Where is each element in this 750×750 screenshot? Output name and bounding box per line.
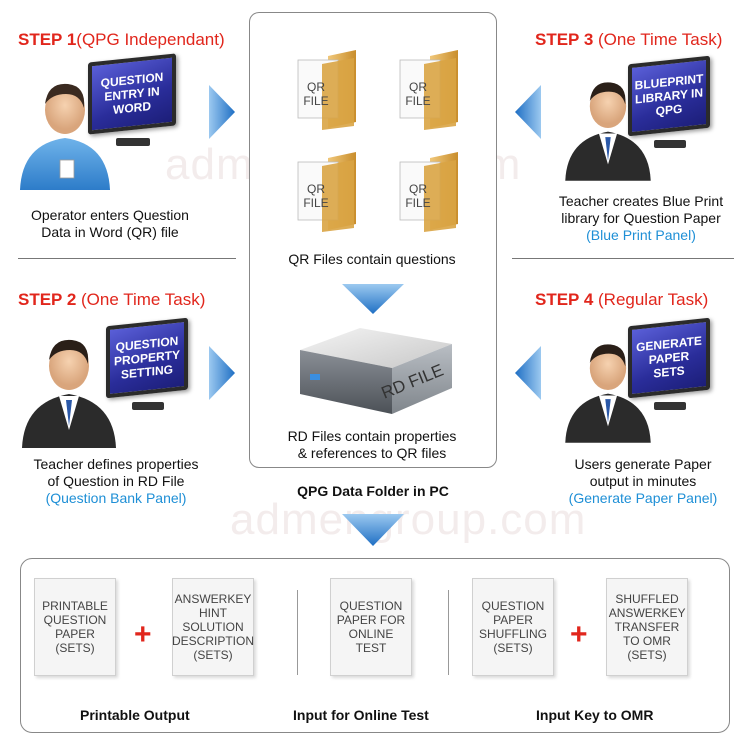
label-key-to-omr: Input Key to OMR <box>536 707 654 723</box>
step3-caption: Teacher creates Blue Print library for Q… <box>558 193 724 243</box>
user-person-icon-step4 <box>558 330 658 455</box>
output-paper-printable-question: PRINTABLE QUESTION PAPER (SETS) <box>34 578 116 676</box>
plus-icon-1: + <box>134 618 152 651</box>
step4-caption: Users generate Paper output in minutes (… <box>568 456 718 506</box>
step4-arrow-left-icon <box>513 344 543 407</box>
qr-folder-icon-2 <box>398 48 464 130</box>
separator-2 <box>448 590 449 675</box>
qr-folder-label-2: QR FILE <box>405 80 431 108</box>
step2-title: STEP 2 (One Time Task) <box>18 290 206 309</box>
step4-screen: GENERATE PAPER SETS <box>628 317 710 399</box>
output-paper-shuffling: QUESTION PAPER SHUFFLING (SETS) <box>472 578 554 676</box>
step3-screen: BLUEPRINT LIBRARY IN QPG <box>628 55 710 137</box>
step1-screen: QUESTION ENTRY IN WORD <box>88 53 176 135</box>
qr-folder-label-3: QR FILE <box>303 182 329 210</box>
qr-caption: QR Files contain questions <box>288 251 456 267</box>
main-arrow-down-icon <box>340 512 406 553</box>
step2-arrow-right-icon <box>207 344 237 407</box>
qr-folder-icon-3 <box>296 150 362 232</box>
step1-title: STEP 1(QPG Independant) <box>18 30 225 49</box>
teacher-person-icon-step3 <box>558 68 658 193</box>
separator-1 <box>297 590 298 675</box>
operator-person-icon <box>10 72 120 197</box>
divider-left <box>18 258 236 259</box>
step3-title: STEP 3 (One Time Task) <box>535 30 723 49</box>
step2-screen: QUESTION PROPERTY SETTING <box>106 317 188 399</box>
qr-folder-label-4: QR FILE <box>405 182 431 210</box>
qpg-data-folder-title: QPG Data Folder in PC <box>297 483 449 499</box>
qr-folder-label-1: QR FILE <box>303 80 329 108</box>
step1-caption: Operator enters Question Data in Word (Q… <box>31 207 189 240</box>
output-paper-answerkey: ANSWERKEY HINT SOLUTION DESCRIPTION (SET… <box>172 578 254 676</box>
center-arrow-down-icon <box>340 282 406 321</box>
plus-icon-2: + <box>570 618 588 651</box>
watermark-bottom: admengroup.com <box>230 495 587 544</box>
step2-caption: Teacher defines properties of Question i… <box>33 456 199 506</box>
qr-folder-icon-1 <box>296 48 362 130</box>
step4-title: STEP 4 (Regular Task) <box>535 290 709 309</box>
output-paper-online-test: QUESTION PAPER FOR ONLINE TEST <box>330 578 412 676</box>
label-online-test: Input for Online Test <box>293 707 429 723</box>
teacher-person-icon-step2 <box>14 330 124 455</box>
qr-folder-icon-4 <box>398 150 464 232</box>
rd-file-icon <box>290 322 460 427</box>
rd-caption: RD Files contain properties & references… <box>287 428 457 461</box>
label-printable-output: Printable Output <box>80 707 190 723</box>
output-paper-shuffled-answerkey: SHUFFLED ANSWERKEY TRANSFER TO OMR (SETS… <box>606 578 688 676</box>
divider-right <box>512 258 734 259</box>
step3-arrow-left-icon <box>513 83 543 146</box>
step1-arrow-right-icon <box>207 83 237 146</box>
